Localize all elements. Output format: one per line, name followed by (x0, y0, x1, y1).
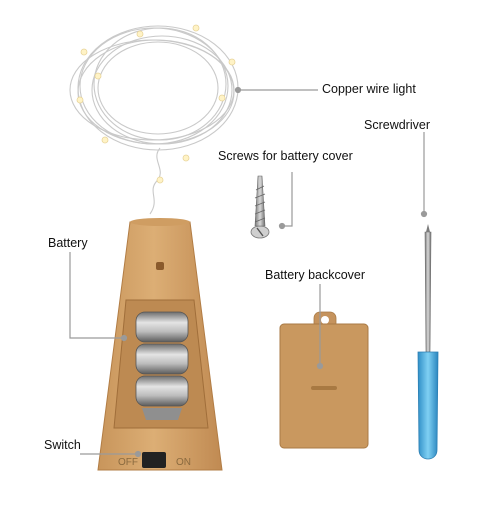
callout-battery-line (69, 252, 124, 339)
switch-assembly: OFF ON (118, 452, 191, 468)
label-copper-wire-light: Copper wire light (322, 82, 416, 96)
switch-knob (142, 452, 166, 468)
label-screws: Screws for battery cover (218, 149, 353, 163)
callout-lines (69, 86, 428, 458)
battery-spring (142, 408, 182, 420)
backcover-slot (311, 386, 337, 390)
callout-screw-line (282, 172, 293, 227)
copper-wire-light (69, 25, 239, 215)
switch-on-text: ON (176, 457, 191, 468)
cork-screw-hole (156, 262, 164, 270)
label-battery-backcover: Battery backcover (265, 268, 366, 282)
label-switch: Switch (44, 438, 81, 452)
label-screwdriver: Screwdriver (364, 118, 430, 132)
battery-backcover (279, 311, 369, 449)
label-battery: Battery (48, 236, 88, 250)
screw (250, 175, 270, 239)
led-dots (76, 24, 236, 184)
switch-off-text: OFF (118, 457, 138, 468)
battery-stack (135, 311, 189, 420)
screwdriver (417, 224, 439, 460)
